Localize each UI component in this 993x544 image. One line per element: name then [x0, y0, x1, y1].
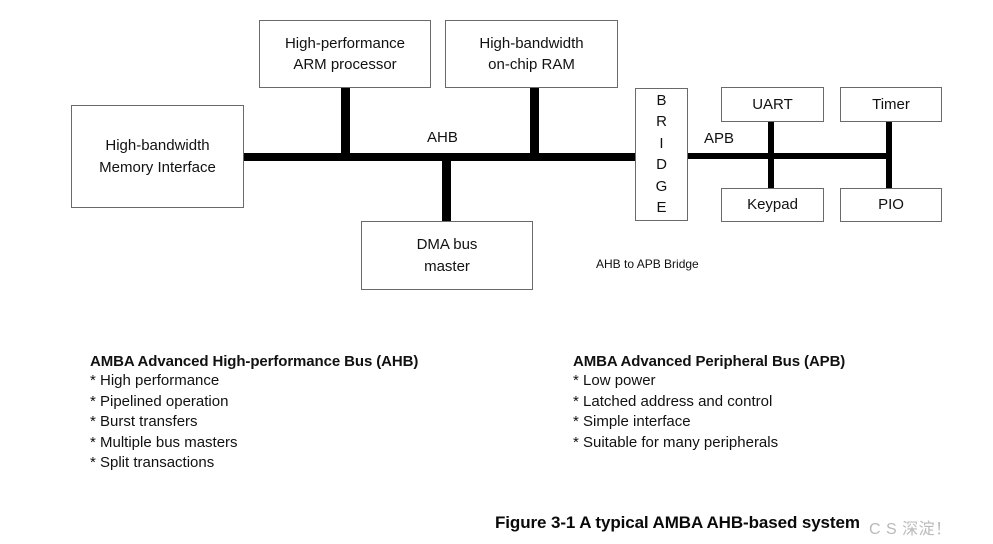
block-pio-label: PIO [878, 196, 904, 214]
apb-stub-keypad [768, 157, 774, 189]
watermark-text: C S 深淀！ [869, 521, 952, 538]
block-memory-interface-line1: High-bandwidth [105, 137, 210, 155]
legend-ahb-heading: AMBA Advanced High-performance Bus (AHB) [90, 353, 419, 370]
list-item: * High performance [90, 372, 220, 389]
apb-stub-timer [886, 121, 892, 155]
apb-stub-uart [768, 121, 774, 155]
apb-stub-pio [886, 157, 892, 189]
block-uart-label: UART [752, 95, 793, 113]
bridge-annotation: AHB to APB Bridge [596, 257, 699, 271]
block-keypad-label: Keypad [747, 196, 798, 214]
block-dma-bus-master-line1: DMA bus [416, 236, 478, 254]
block-keypad: Keypad [721, 188, 824, 222]
legend-apb: AMBA Advanced Peripheral Bus (APB) * Low… [573, 353, 845, 453]
block-arm-processor: High-performance ARM processor [259, 20, 431, 88]
bridge-letter-e: E [656, 199, 667, 217]
ahb-bus-label: AHB [427, 129, 458, 146]
legend-apb-list: * Low power * Latched address and contro… [573, 371, 845, 453]
block-on-chip-ram-line1: High-bandwidth [479, 34, 584, 52]
block-arm-processor-line1: High-performance [284, 34, 406, 52]
list-item: * Burst transfers [90, 413, 198, 430]
block-dma-bus-master: DMA bus master [361, 221, 533, 290]
list-item: * Latched address and control [573, 392, 773, 410]
ahb-stub-dma-bus-master [442, 158, 451, 221]
apb-bus-label: APB [704, 130, 735, 147]
legend-ahb: AMBA Advanced High-performance Bus (AHB)… [90, 353, 418, 474]
block-memory-interface: High-bandwidth Memory Interface [71, 105, 244, 208]
block-arm-processor-line2: ARM processor [293, 56, 397, 73]
list-item: * Multiple bus masters [90, 433, 238, 451]
list-item: * Pipelined operation [90, 392, 229, 410]
block-pio: PIO [840, 188, 942, 222]
block-on-chip-ram: High-bandwidth on-chip RAM [445, 20, 618, 88]
block-timer: Timer [840, 87, 942, 122]
figure-caption: Figure 3-1 A typical AMBA AHB-based syst… [495, 513, 860, 532]
bridge-letter-b: B [656, 92, 667, 109]
bridge-letter-r: R [656, 113, 667, 131]
block-uart: UART [721, 87, 824, 122]
ahb-stub-on-chip-ram [530, 88, 539, 156]
legend-ahb-list: * High performance * Pipelined operation… [90, 371, 418, 474]
block-memory-interface-line2: Memory Interface [99, 158, 216, 176]
list-item: * Low power [573, 372, 656, 389]
ahb-stub-arm-processor [341, 88, 350, 156]
bridge-letter-i: I [659, 134, 664, 152]
bridge-letter-g: G [655, 177, 668, 195]
block-on-chip-ram-line2: on-chip RAM [488, 56, 575, 73]
list-item: * Simple interface [573, 413, 691, 430]
list-item: * Split transactions [90, 454, 215, 471]
legend-apb-heading: AMBA Advanced Peripheral Bus (APB) [573, 353, 846, 370]
block-dma-bus-master-line2: master [424, 257, 470, 275]
list-item: * Suitable for many peripherals [573, 433, 779, 451]
ahb-bus-line [243, 153, 636, 161]
apb-bus-line [688, 153, 892, 159]
block-ahb-to-apb-bridge: B R I D G E [635, 88, 688, 221]
bridge-letter-d: D [656, 156, 667, 174]
block-timer-label: Timer [872, 95, 910, 113]
